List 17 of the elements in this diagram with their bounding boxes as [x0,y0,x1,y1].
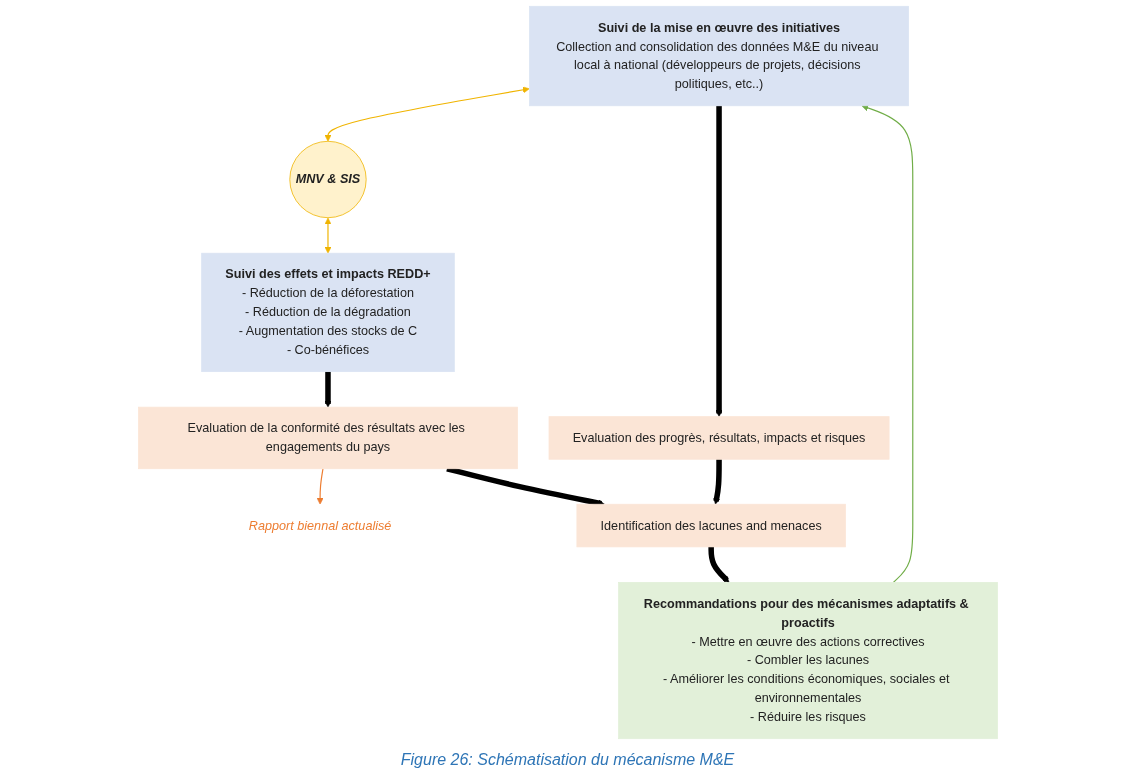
node-text: Rapport biennal actualisé [248,518,391,532]
figure-caption: Figure 26: Schématisation du mécanisme M&E [400,751,735,769]
node-box: Suivi de la mise en œuvre des initiatives Collection and consolidation des données M&E du niveau local à national (développeurs de projets, décisions politiques, etc..) [528,5,909,107]
arrow [324,217,331,254]
arrow [316,468,324,505]
node-box: Evaluation de la conformité des résultats avec les engagements du pays [137,406,518,470]
arrow [707,546,729,583]
node-box: Evaluation des progrès, résultats, impacts et risques [548,416,889,460]
arrow [712,459,722,505]
node-box: Suivi des effets et impacts REDD+ - Réduction de la déforestation - Réduction de la dégradation - Augmentation des stocks de C - Co-bénéfices [200,252,455,373]
node-box: Recommandations pour des mécanismes adaptatifs & proactifs - Mettre en œuvre des actions correctives - Combler les lacunes - Améliorer les conditions économiques, sociales et environnementales - Réduire les risques [617,582,998,740]
arrow [324,371,331,408]
arrow [861,104,913,583]
arrow [324,86,530,142]
node-box: Identification des lacunes and menaces [576,503,846,548]
node-circle: MNV & SIS [288,140,367,219]
arrow [715,105,722,417]
